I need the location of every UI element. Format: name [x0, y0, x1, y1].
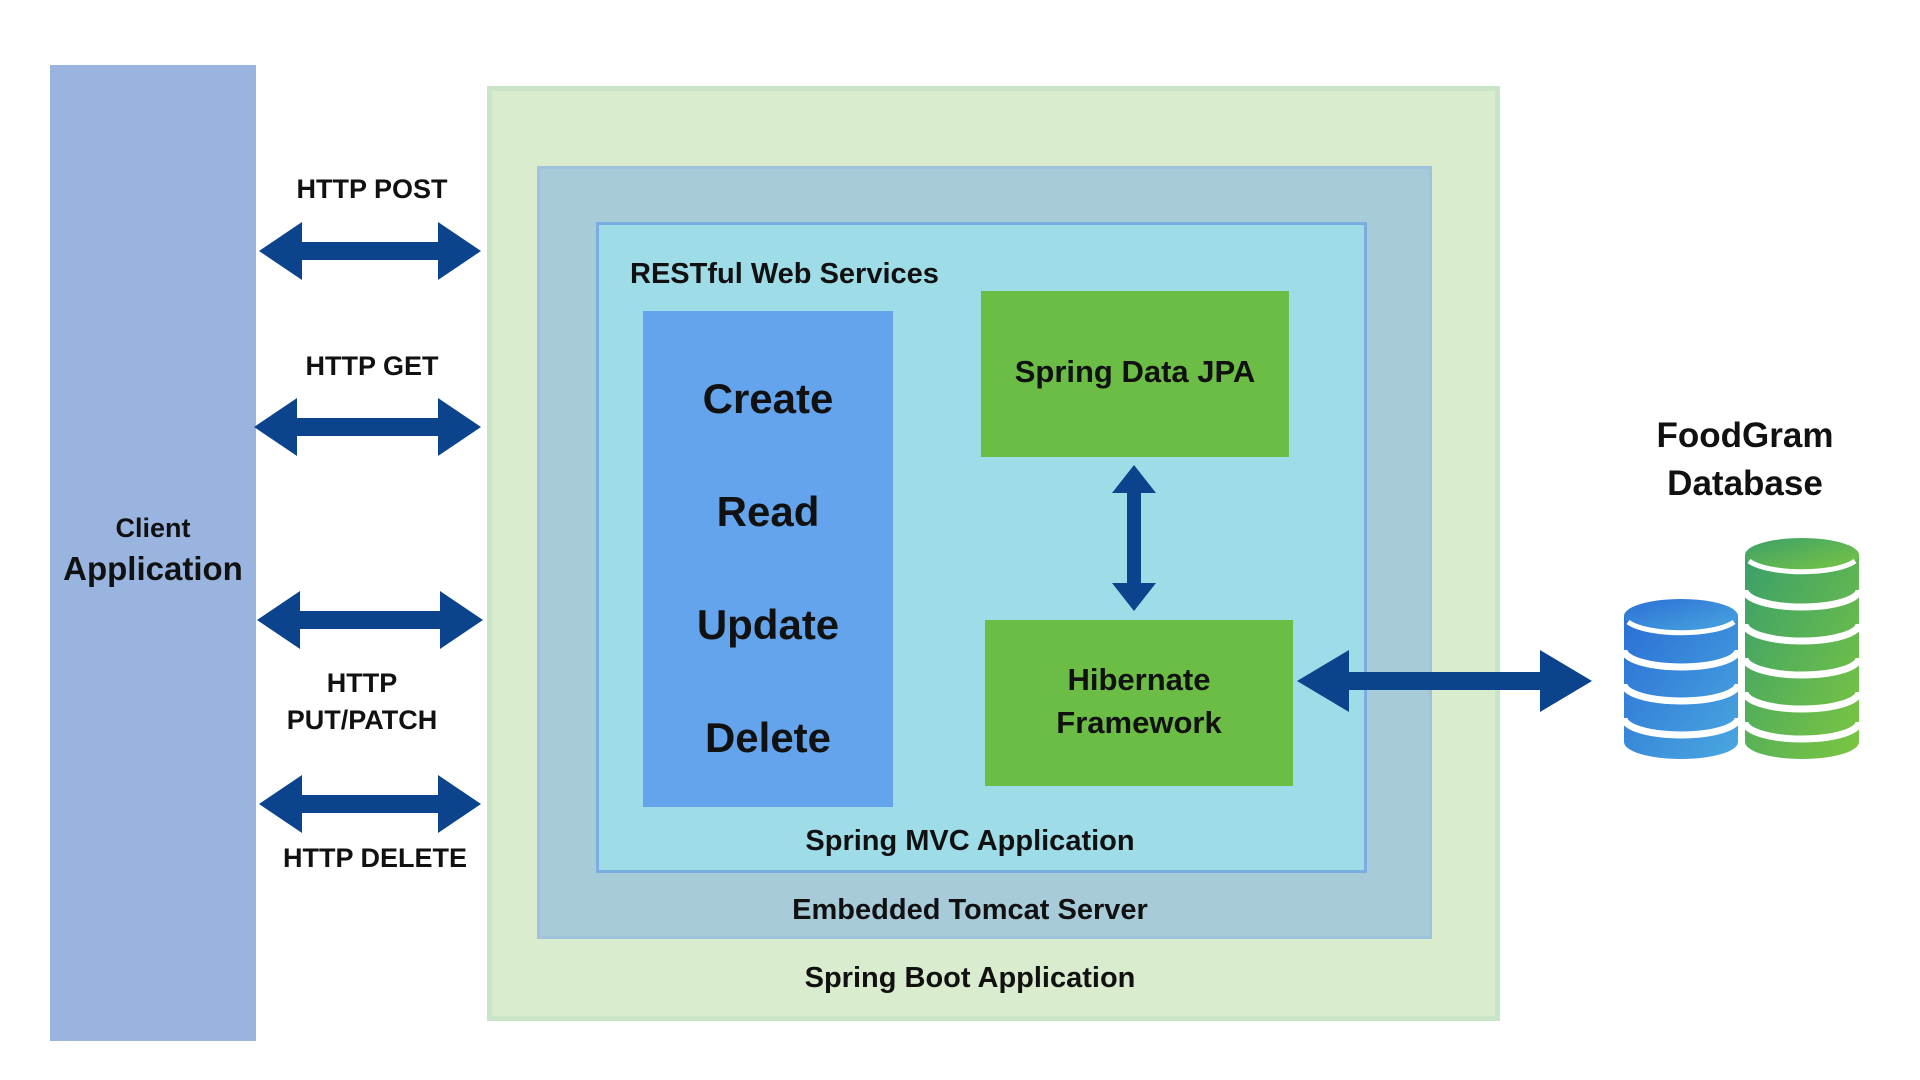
jpa-hibernate-double-arrow [1112, 465, 1156, 611]
http-get-double-arrow [254, 398, 481, 456]
restful-web-services-label: RESTful Web Services [630, 258, 939, 290]
http-post-label: HTTP POST [296, 174, 448, 204]
client-application-box: Client Application [50, 65, 256, 1041]
crud-update: Update [696, 601, 840, 648]
client-label-line1: Client [115, 513, 191, 543]
hibernate-label-line2: Framework [1056, 705, 1222, 740]
database-stack-green [1741, 538, 1863, 759]
hibernate-database-double-arrow [1297, 650, 1592, 712]
crud-create: Create [702, 375, 834, 422]
http-put-label-line2: PUT/PATCH [286, 705, 438, 735]
http-delete-double-arrow [259, 775, 481, 833]
http-put-patch-double-arrow [257, 591, 483, 649]
spring-mvc-application-label: Spring MVC Application [805, 825, 1135, 857]
database-title-line1: FoodGram [1656, 416, 1834, 455]
client-application-label: Client Application [50, 513, 256, 588]
spring-data-jpa-box: Spring Data JPA [981, 291, 1289, 457]
database-stack-blue [1620, 599, 1742, 759]
hibernate-framework-box: Hibernate Framework [985, 620, 1293, 786]
database-title-line2: Database [1667, 464, 1823, 503]
crud-operations-box: Create Read Update Delete [643, 311, 893, 807]
hibernate-label-line1: Hibernate [1067, 662, 1211, 697]
http-get-label: HTTP GET [305, 351, 439, 381]
spring-boot-application-label: Spring Boot Application [804, 962, 1136, 994]
foodgram-database-title: FoodGram Database [1600, 412, 1890, 508]
embedded-tomcat-server-label: Embedded Tomcat Server [792, 894, 1148, 926]
crud-read: Read [716, 488, 820, 535]
client-label-line2: Application [63, 550, 243, 587]
spring-data-jpa-label: Spring Data JPA [1014, 354, 1256, 389]
http-post-double-arrow [259, 222, 481, 280]
http-delete-label: HTTP DELETE [282, 843, 468, 873]
crud-delete: Delete [704, 714, 832, 761]
http-put-label-line1: HTTP [326, 668, 398, 698]
database-icon [1620, 538, 1863, 759]
